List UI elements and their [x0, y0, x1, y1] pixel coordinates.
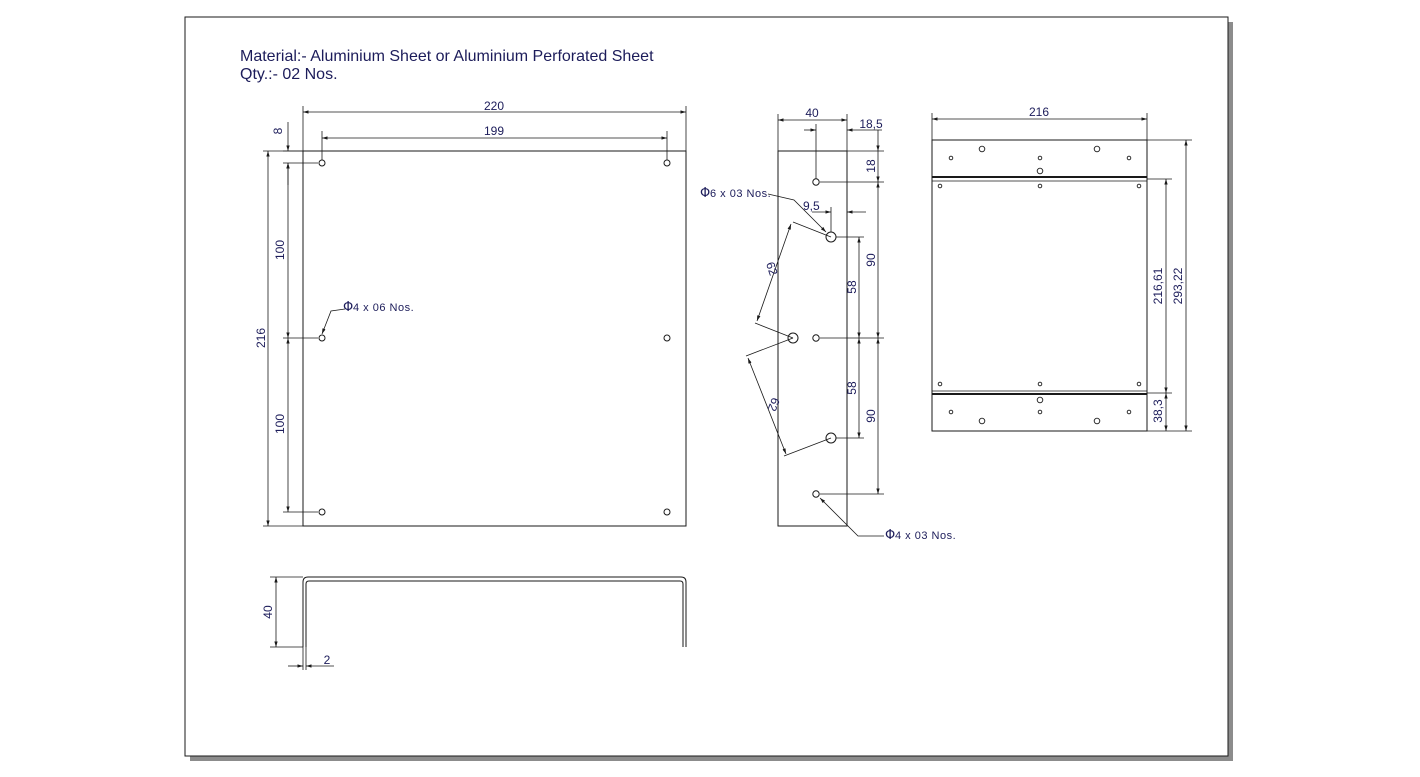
- dim-side-lower-pitch: 90: [864, 409, 878, 423]
- assembly-view: 216 216,61 293,22 38,3: [931, 105, 1192, 432]
- dim-lower-pitch: 100: [273, 414, 287, 434]
- dim-diag-upper: 62: [763, 260, 781, 277]
- dim-thickness: 2: [324, 653, 331, 667]
- side-small-hole: [812, 334, 820, 342]
- front-hole: [663, 508, 671, 516]
- large-hole-diameter-symbol: Φ: [700, 186, 710, 201]
- large-hole-callout: 6 x 03 Nos.: [710, 188, 771, 200]
- qty-note: Qty.:- 02 Nos.: [240, 66, 338, 83]
- assembly-hole: [937, 381, 943, 387]
- dim-assembly-overall-height: 293,22: [1171, 267, 1185, 304]
- assembly-hole: [1136, 381, 1142, 387]
- dim-hole-spacing: 199: [484, 124, 504, 138]
- side-small-hole: [812, 490, 820, 498]
- dim-side-lower-inner: 58: [845, 381, 859, 395]
- front-view: 220 199 8 216 100 100 Φ 4 x 06 Nos.: [254, 99, 687, 527]
- assembly-hole: [1093, 417, 1101, 425]
- assembly-hole: [1036, 396, 1044, 404]
- assembly-hole: [978, 417, 986, 425]
- sheet-border: [184, 16, 1229, 757]
- profile-inner-line: [305, 580, 684, 647]
- assembly-hole: [937, 183, 943, 189]
- front-hole-leader: [321, 308, 346, 335]
- dim-bottom-flange: 38,3: [1151, 399, 1165, 423]
- front-hole: [663, 159, 671, 167]
- front-hole: [318, 159, 326, 167]
- small-hole-callout: 4 x 03 Nos.: [895, 530, 956, 542]
- dim-right-offset: 18,5: [859, 117, 883, 131]
- assembly-outline: [931, 139, 1148, 432]
- assembly-hole: [1036, 167, 1044, 175]
- small-hole-leader: [819, 497, 884, 537]
- bent-profile-view: 40 2: [261, 576, 687, 670]
- dim-flange-width: 40: [805, 106, 819, 120]
- dim-upper-pitch: 100: [273, 240, 287, 260]
- front-hole: [318, 508, 326, 516]
- dim-assembly-width: 216: [1029, 105, 1049, 119]
- assembly-hole: [1126, 155, 1132, 161]
- front-plate-outline: [302, 150, 687, 527]
- assembly-hole: [1037, 381, 1043, 387]
- dim-overall-width: 220: [484, 99, 504, 113]
- dim-side-upper-pitch: 90: [864, 253, 878, 267]
- front-hole-callout: 4 x 06 Nos.: [353, 302, 414, 314]
- material-note: Material:- Aluminium Sheet or Aluminium …: [240, 48, 654, 65]
- dim-hole-offset: 9,5: [803, 199, 820, 213]
- dim-side-upper-inner: 58: [845, 280, 859, 294]
- assembly-hole: [1093, 145, 1101, 153]
- dim-overall-height: 216: [254, 328, 268, 348]
- side-flange-outline: [777, 150, 848, 527]
- large-hole-leader: [767, 193, 827, 233]
- front-hole-diameter-symbol: Φ: [343, 300, 353, 315]
- front-hole: [663, 334, 671, 342]
- assembly-hole: [1136, 183, 1142, 189]
- small-hole-diameter-symbol: Φ: [885, 528, 895, 543]
- side-small-hole: [812, 178, 820, 186]
- assembly-hole: [978, 145, 986, 153]
- profile-outer-line: [302, 576, 687, 647]
- assembly-hole: [1037, 183, 1043, 189]
- assembly-hole: [1126, 409, 1132, 415]
- assembly-hole: [1037, 409, 1043, 415]
- side-view: 40 18,5 18 90 90 58 58 9,5 Φ 6 x 03 Nos.: [700, 106, 956, 543]
- assembly-hole: [948, 409, 954, 415]
- dim-edge-offset: 8: [271, 127, 285, 134]
- dim-flange-height: 40: [261, 605, 275, 619]
- dim-top-offset: 18: [864, 159, 878, 173]
- front-hole: [318, 334, 326, 342]
- dim-diag-lower: 62: [765, 396, 783, 414]
- assembly-hole: [1037, 155, 1043, 161]
- assembly-hole: [948, 155, 954, 161]
- dim-inner-height: 216,61: [1151, 267, 1165, 304]
